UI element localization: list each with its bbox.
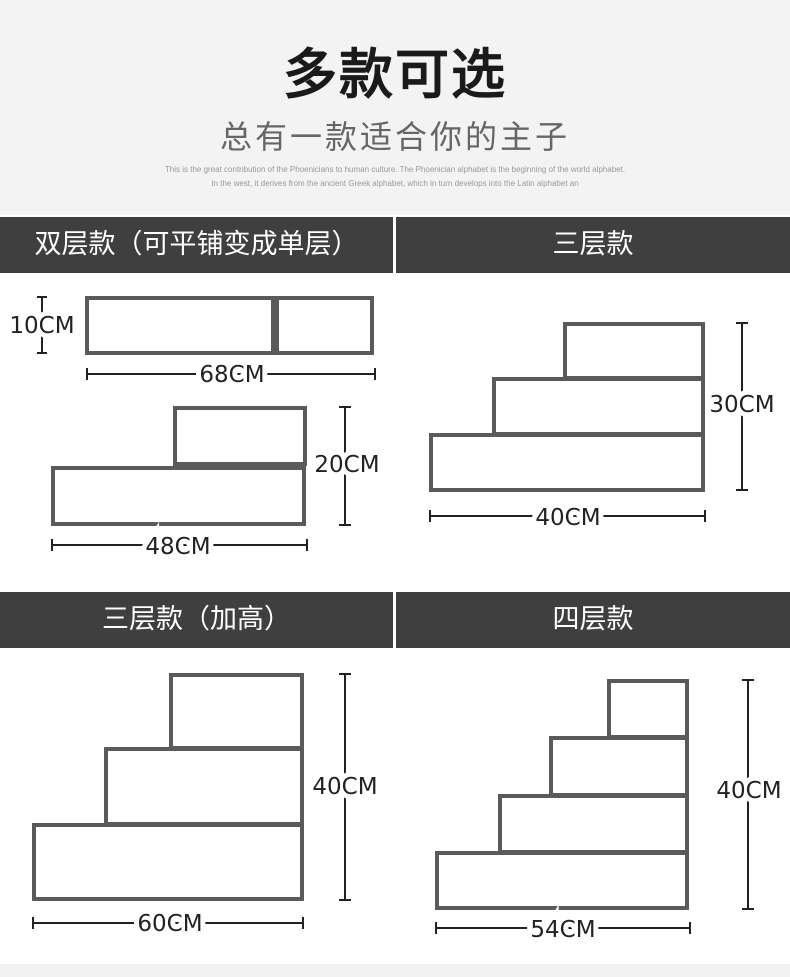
shelf-box: [492, 377, 705, 436]
page-subtitle: 总有一款适合你的主子: [219, 118, 570, 156]
shelf-box: [169, 673, 304, 750]
dim-width-label: 54CM: [530, 917, 595, 943]
shelf-box: [51, 466, 306, 526]
page-title: 多款可选: [283, 43, 507, 106]
dim-width-label: 68CM: [199, 362, 264, 388]
shelf-box: [563, 322, 705, 380]
shelf-box: [104, 747, 304, 826]
shelf-box: [549, 736, 689, 797]
shelf-box: [32, 823, 304, 901]
panel-title-two-tier: 双层款（可平铺变成单层）: [0, 217, 393, 273]
dim-height-label: 40CM: [312, 774, 377, 800]
panel-title-three-tier-tall: 三层款（加高）: [0, 592, 393, 648]
dim-height-label: 20CM: [314, 452, 379, 478]
shelf-box: [435, 851, 689, 910]
panel-title-three-tier: 三层款: [396, 217, 790, 273]
dim-height-label: 10CM: [9, 313, 74, 339]
shelf-box: [498, 794, 689, 854]
panel-title-four-tier: 四层款: [396, 592, 790, 648]
shelf-box: [607, 679, 689, 739]
dim-height-label: 30CM: [709, 392, 774, 418]
shelf-box: [173, 406, 307, 466]
english-caption-line-1: This is the great contribution of the Ph…: [164, 165, 626, 174]
header-banner: 多款可选 总有一款适合你的主子 This is the great contri…: [0, 0, 790, 215]
shelf-box: [429, 433, 705, 492]
bottom-strip: [0, 964, 790, 977]
dim-width-label: 60CM: [137, 911, 202, 937]
shelf-box: [275, 296, 374, 355]
dim-width-label: 48CM: [145, 534, 210, 560]
shelf-box: [85, 296, 275, 355]
dim-width-label: 40CM: [535, 505, 600, 531]
dim-height-label: 40CM: [716, 778, 781, 804]
english-caption-line-2: In the west, it derives from the ancient…: [211, 179, 579, 188]
